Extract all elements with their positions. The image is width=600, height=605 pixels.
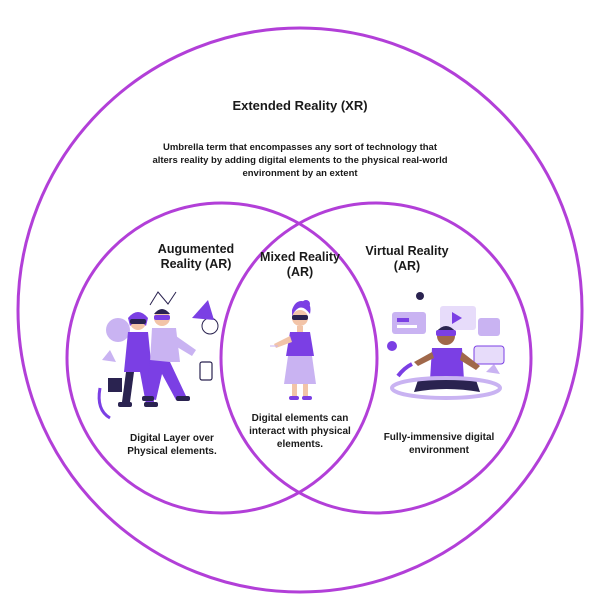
- xr-title: Extended Reality (XR): [232, 98, 368, 113]
- ar-title: Augumented Reality (AR): [157, 242, 235, 271]
- ar-illustration: [97, 291, 219, 420]
- mr-illustration: [270, 300, 316, 400]
- xr-circle: [16, 26, 584, 594]
- mr-description: Digital elements can interact with physi…: [249, 413, 351, 450]
- ar-circle: [65, 201, 379, 515]
- vr-title: Virtual Reality (AR): [365, 244, 449, 273]
- vr-circle: [219, 201, 533, 515]
- mr-title: Mixed Reality (AR): [260, 250, 340, 279]
- vr-description: Fully-immensive digital environment: [383, 432, 495, 456]
- xr-description: Umbrella term that encompasses any sort …: [152, 142, 448, 179]
- ar-description: Digital Layer over Physical elements.: [127, 433, 217, 457]
- vr-illustration: [387, 292, 505, 400]
